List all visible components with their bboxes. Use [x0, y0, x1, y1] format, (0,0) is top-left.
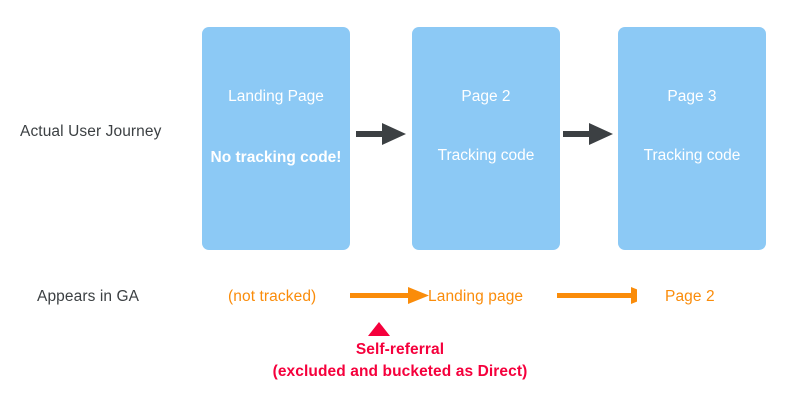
journey-box-title: Page 2 — [461, 88, 511, 105]
ga-step-landing-page: Landing page — [428, 288, 524, 305]
ga-step-page-2: Page 2 — [665, 288, 715, 305]
arrow-right-icon — [557, 286, 652, 306]
arrow-right-icon — [356, 121, 408, 147]
arrow-right-icon — [563, 121, 615, 147]
row-label-actual-user-journey: Actual User Journey — [20, 123, 162, 140]
journey-box-page-2: Page 2 Tracking code — [412, 27, 560, 250]
callout-description: (excluded and bucketed as Direct) — [272, 363, 528, 380]
triangle-up-icon — [367, 322, 391, 337]
journey-box-title: Landing Page — [228, 88, 324, 105]
journey-box-subtitle: Tracking code — [643, 147, 741, 164]
journey-box-page-3: Page 3 Tracking code — [618, 27, 766, 250]
callout-title: Self-referral — [355, 341, 445, 358]
journey-box-subtitle: Tracking code — [437, 147, 535, 164]
journey-box-title: Page 3 — [667, 88, 717, 105]
arrow-right-icon — [350, 286, 430, 306]
journey-box-landing-page: Landing Page No tracking code! — [202, 27, 350, 250]
ga-step-not-tracked: (not tracked) — [228, 288, 317, 305]
journey-box-subtitle: No tracking code! — [210, 149, 342, 166]
row-label-appears-in-ga: Appears in GA — [37, 288, 140, 305]
